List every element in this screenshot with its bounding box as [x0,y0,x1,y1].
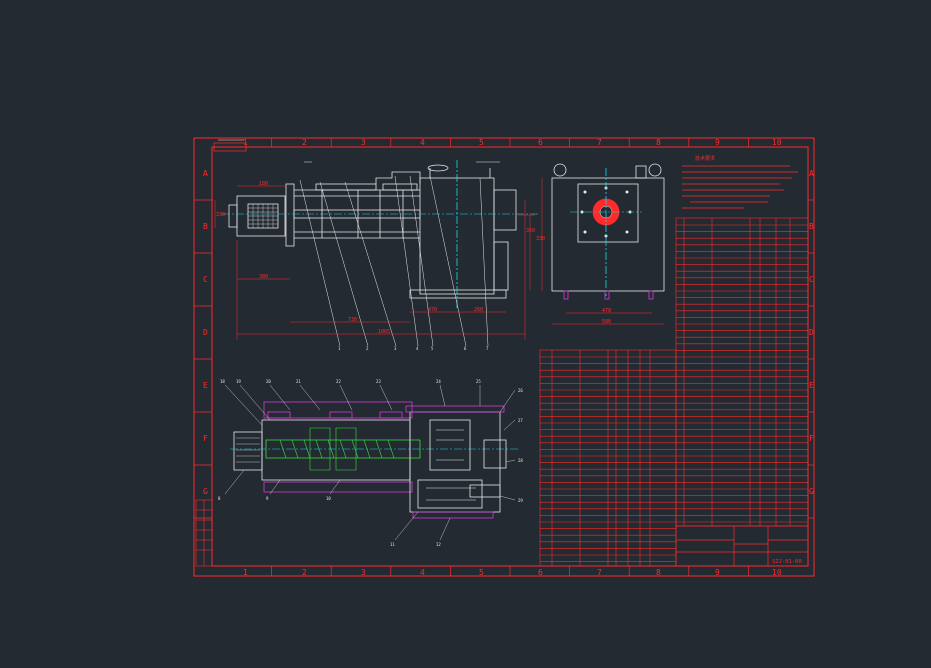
svg-text:3: 3 [394,346,397,351]
column-labels-bottom: 1 2 3 4 5 6 7 8 9 10 [243,568,782,577]
section-view: 18 19 20 21 22 23 24 25 26 27 28 29 8 9 10 11 12 [218,379,523,547]
svg-text:4: 4 [416,346,419,351]
column-labels-top: 1 2 3 4 5 6 7 8 9 10 [243,138,782,147]
dim-side-3: 330 [536,236,545,242]
col-label-top: 7 [597,138,602,147]
row-labels-right: A B C D E F G [809,169,814,496]
svg-text:1: 1 [338,346,341,351]
section-lower-jacket [263,481,413,493]
svg-text:8: 8 [218,496,221,501]
svg-text:20: 20 [266,379,271,384]
col-label-top: 4 [420,138,425,147]
dim-front-3: 730 [348,317,357,323]
row-label-right: C [809,275,814,284]
svg-text:25: 25 [476,379,481,384]
svg-text:2: 2 [366,346,369,351]
parts-list-middle [539,349,677,567]
section-upper-jacket [263,401,413,419]
svg-text:21: 21 [296,379,301,384]
svg-text:27: 27 [518,418,523,423]
col-label-bottom: 4 [420,568,425,577]
row-label-right: G [809,487,814,496]
dim-front-6: 260 [474,307,483,313]
outer-frame [193,137,815,577]
dim-front-7: 350 [526,228,535,234]
col-label-bottom: 2 [302,568,307,577]
dim-front-4: 1065 [378,329,390,335]
notes-title: 技术要求 [695,155,715,162]
side-housing [551,177,665,292]
svg-text:18: 18 [220,379,225,384]
col-label-bottom: 7 [597,568,602,577]
col-label-top: 9 [715,138,720,147]
svg-text:24: 24 [436,379,441,384]
side-view: 470 580 330 [536,163,665,325]
row-label-right: A [809,169,814,178]
row-label-left: B [203,222,208,231]
dim-front-1: 180 [259,181,268,187]
row-label-left: F [203,434,208,443]
dim-front-2: 380 [259,274,268,280]
section-screw [265,439,421,459]
svg-text:7: 7 [486,346,489,351]
dim-front-8: 330 [216,212,225,218]
row-label-left: D [203,328,208,337]
row-label-left: G [203,487,208,496]
side-inner-plate [577,183,639,243]
svg-text:22: 22 [336,379,341,384]
col-label-top: 3 [361,138,366,147]
column-ticks [271,138,749,576]
svg-text:9: 9 [266,496,269,501]
front-view: 180 380 730 1065 470 260 350 330 1 2 3 4 5 6… [214,160,540,351]
col-label-bottom: 6 [538,568,543,577]
row-label-right: D [809,328,814,337]
svg-text:26: 26 [518,388,523,393]
title-block: SZJ-01-00 [675,525,809,567]
svg-text:29: 29 [518,498,523,503]
drawing-number: SZJ-01-00 [772,559,802,565]
row-labels-left: A B C D E F G [203,169,208,496]
svg-text:11: 11 [390,542,395,547]
dim-front-5: 470 [428,307,437,313]
svg-text:6: 6 [464,346,467,351]
svg-text:19: 19 [236,379,241,384]
corner-stamp [213,139,247,152]
col-label-bottom: 5 [479,568,484,577]
row-label-left: A [203,169,208,178]
col-label-bottom: 9 [715,568,720,577]
col-label-top: 5 [479,138,484,147]
col-label-top: 10 [772,138,782,147]
col-label-top: 1 [243,138,248,147]
col-label-top: 2 [302,138,307,147]
svg-text:5: 5 [431,346,434,351]
svg-text:12: 12 [436,542,441,547]
row-label-right: F [809,434,814,443]
col-label-bottom: 1 [243,568,248,577]
parts-list-right [675,217,809,527]
col-label-top: 6 [538,138,543,147]
technical-notes: 技术要求 [682,155,798,209]
row-label-right: E [809,381,814,390]
section-die-head [233,431,263,471]
row-label-left: C [203,275,208,284]
row-label-right: B [809,222,814,231]
col-label-bottom: 3 [361,568,366,577]
dim-side-2: 580 [602,319,611,325]
col-label-bottom: 8 [656,568,661,577]
col-label-top: 8 [656,138,661,147]
row-label-left: E [203,381,208,390]
svg-text:10: 10 [326,496,331,501]
row-ticks [194,199,814,519]
svg-text:28: 28 [518,458,523,463]
svg-text:23: 23 [376,379,381,384]
dim-side-1: 470 [602,308,611,314]
revision-stack [195,499,213,567]
front-flange [285,183,295,247]
col-label-bottom: 10 [772,568,782,577]
